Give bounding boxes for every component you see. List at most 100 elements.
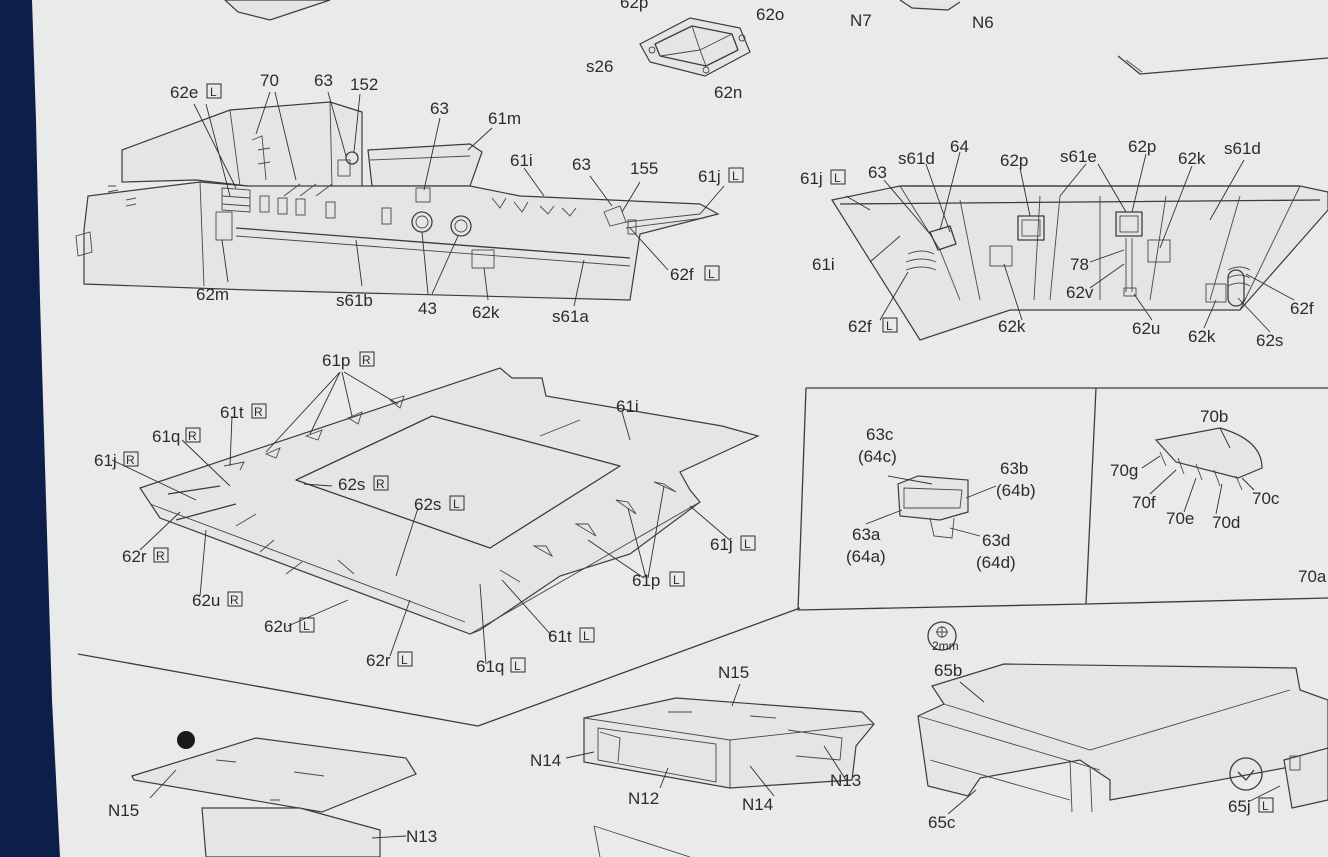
label-61m: 61m [488, 109, 521, 128]
label-62e: 62e [170, 83, 198, 102]
inset-boxes [797, 387, 1328, 611]
label-62m: 62m [196, 285, 229, 304]
left-side-marker-icon: L [449, 495, 465, 511]
label-64a: (64a) [846, 547, 886, 566]
label-65b: 65b [934, 661, 962, 680]
label-N15-left: N15 [108, 801, 139, 820]
label-s61d-section-b: s61d [1224, 139, 1261, 158]
label-63-hull-b: 63 [430, 99, 449, 118]
left-side-marker-icon: L [579, 627, 595, 643]
label-64: 64 [950, 137, 969, 156]
svg-text:R: R [156, 549, 165, 563]
label-64b: (64b) [996, 481, 1036, 500]
label-s61b: s61b [336, 291, 373, 310]
label-N7: N7 [850, 11, 872, 30]
label-70b: 70b [1200, 407, 1228, 426]
deck-opening [295, 415, 621, 549]
label-70f: 70f [1132, 493, 1156, 512]
label-s61e: s61e [1060, 147, 1097, 166]
label-s26: s26 [586, 57, 613, 76]
label-63-hull-a: 63 [314, 71, 333, 90]
left-side-marker-icon: L [882, 317, 898, 333]
porthole-ring [450, 215, 472, 237]
label-N14-a: N14 [530, 751, 561, 770]
label-62r-right: 62r [122, 547, 147, 566]
label-70e: 70e [1166, 509, 1194, 528]
label-62p-top: 62p [620, 0, 648, 12]
label-62f-section-b: 62f [1290, 299, 1314, 318]
label-70: 70 [260, 71, 279, 90]
label-62v: 62v [1066, 283, 1094, 302]
label-61t-right: 61t [220, 403, 244, 422]
label-N6: N6 [972, 13, 994, 32]
label-61j-left: 61j [710, 535, 733, 554]
labels-bottom: N15 N13 N15 N14 N12 N14 N13 65b 65c 65j … [108, 639, 1274, 846]
svg-text:L: L [583, 629, 590, 643]
labels-hull: 62e L 70 63 152 63 61m 61i 63 155 61j L … [170, 71, 744, 326]
label-62k-section-b: 62k [998, 317, 1026, 336]
label-N13-center: N13 [830, 771, 861, 790]
left-side-marker-icon: L [740, 535, 756, 551]
svg-text:L: L [732, 169, 739, 183]
label-62o: 62o [756, 5, 784, 24]
hull-side-view [75, 91, 725, 307]
label-62s-right: 62s [338, 475, 365, 494]
bottom-section [77, 607, 1328, 857]
label-62s-left: 62s [414, 495, 441, 514]
label-152: 152 [350, 75, 378, 94]
svg-text:L: L [303, 619, 310, 633]
svg-text:L: L [886, 319, 893, 333]
right-side-marker-icon: R [251, 403, 267, 419]
label-43: 43 [418, 299, 437, 318]
label-61t-left: 61t [548, 627, 572, 646]
label-61i-hull: 61i [510, 151, 533, 170]
left-side-marker-icon: L [830, 169, 846, 185]
label-62k-section-c: 62k [1188, 327, 1216, 346]
label-s61a: s61a [552, 307, 589, 326]
right-side-marker-icon: R [185, 427, 201, 443]
drill-hole-icon [927, 621, 957, 651]
label-61q-left: 61q [476, 657, 504, 676]
ink-blot [177, 731, 195, 749]
label-62s-section: 62s [1256, 331, 1283, 350]
left-side-marker-icon: L [669, 571, 685, 587]
label-70c: 70c [1252, 489, 1280, 508]
left-side-marker-icon: L [1258, 797, 1274, 813]
svg-text:R: R [254, 405, 263, 419]
glue-check-icon [1229, 757, 1263, 791]
left-side-marker-icon: L [206, 83, 222, 99]
labels-inset: 63c (64c) 63b (64b) 63a (64a) 63d (64d) … [846, 407, 1327, 586]
label-70g: 70g [1110, 461, 1138, 480]
label-61j-hull: 61j [698, 167, 721, 186]
label-61p-right: 61p [322, 351, 350, 370]
svg-text:R: R [362, 353, 371, 367]
top-fragment-group [224, 0, 1328, 77]
svg-text:L: L [1262, 799, 1269, 813]
label-62r-left: 62r [366, 651, 391, 670]
label-70a: 70a [1298, 567, 1327, 586]
left-side-marker-icon: L [704, 265, 720, 281]
label-62k-section-a: 62k [1178, 149, 1206, 168]
label-63-hull-c: 63 [572, 155, 591, 174]
hull-cross-section [831, 151, 1328, 341]
left-side-marker-icon: L [299, 617, 315, 633]
label-64d: (64d) [976, 553, 1016, 572]
label-62u-left: 62u [264, 617, 292, 636]
label-63a: 63a [852, 525, 881, 544]
label-N13-left: N13 [406, 827, 437, 846]
label-N14-b: N14 [742, 795, 773, 814]
right-side-marker-icon: R [153, 547, 169, 563]
svg-text:L: L [834, 171, 841, 185]
label-155: 155 [630, 159, 658, 178]
label-63d: 63d [982, 531, 1010, 550]
svg-text:R: R [126, 453, 135, 467]
label-61j-right: 61j [94, 451, 117, 470]
svg-text:L: L [401, 653, 408, 667]
label-2mm: 2mm [932, 639, 959, 653]
labels-top: 62p 62o s26 62n N7 N6 [586, 0, 994, 102]
label-65c: 65c [928, 813, 956, 832]
right-side-marker-icon: R [373, 475, 389, 491]
label-62p-section-b: 62p [1128, 137, 1156, 156]
